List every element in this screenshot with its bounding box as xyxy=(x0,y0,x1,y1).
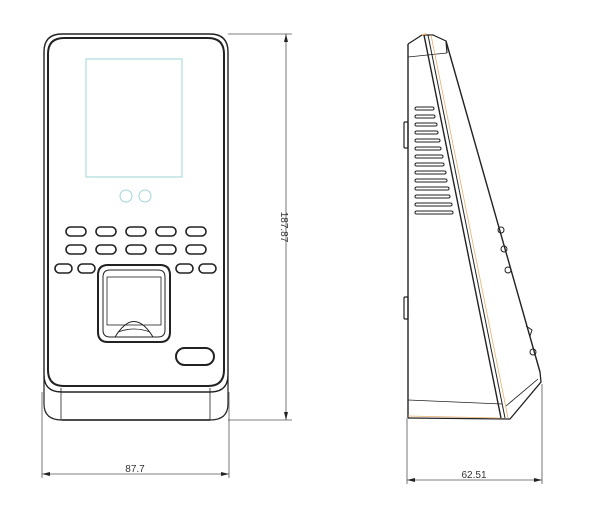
side-view xyxy=(403,33,542,420)
front-inner-bezel xyxy=(47,37,225,387)
side-button xyxy=(403,121,409,149)
front-outer-shell xyxy=(43,33,229,393)
side-button-lower xyxy=(403,296,409,320)
side-dimensions xyxy=(406,384,543,484)
vent-slots xyxy=(414,106,454,215)
front-view xyxy=(43,33,229,421)
front-dimensions xyxy=(41,33,292,478)
camera-lens-icon xyxy=(138,189,152,203)
card-indicator-button xyxy=(175,347,215,366)
camera-lens-icon xyxy=(119,189,133,203)
depth-dimension-label: 62.51 xyxy=(461,470,486,481)
keypad-row-1 xyxy=(65,226,207,237)
keypad-row-3 xyxy=(54,263,217,274)
height-dimension-label: 187.87 xyxy=(278,212,289,243)
front-base xyxy=(43,376,229,421)
fingerprint-sensor xyxy=(97,264,171,343)
display-screen xyxy=(85,58,183,178)
width-dimension-label: 87.7 xyxy=(125,464,145,475)
keypad-row-2 xyxy=(65,244,207,255)
